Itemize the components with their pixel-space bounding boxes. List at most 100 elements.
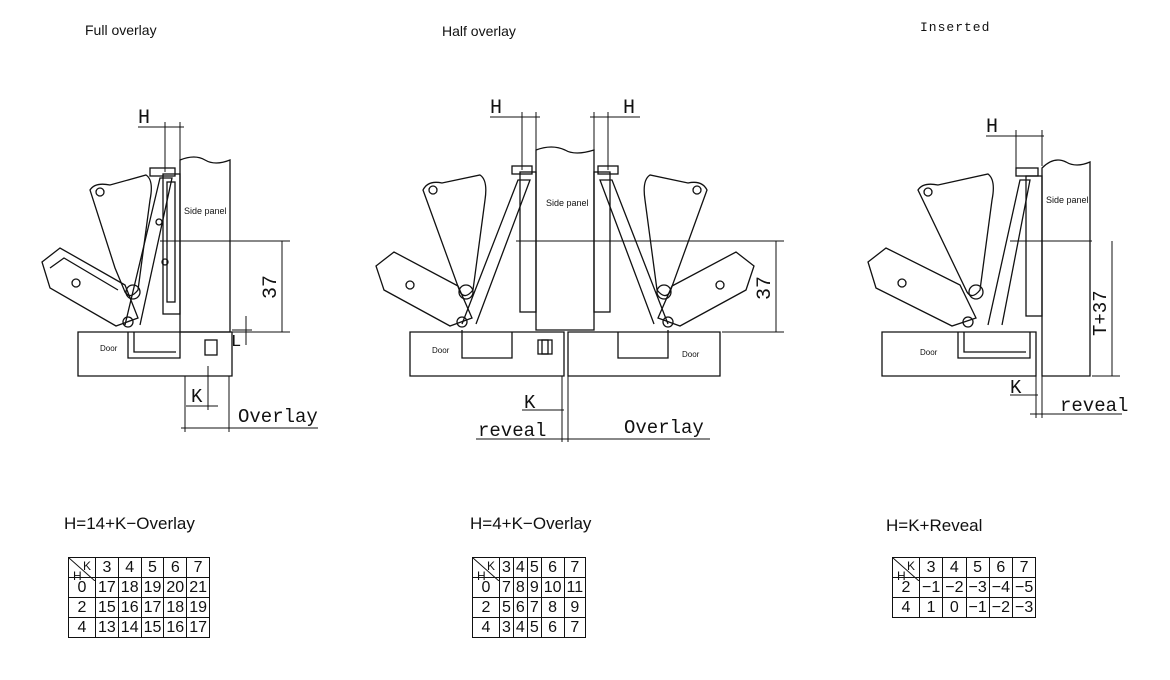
table-cell: 15: [140, 617, 165, 638]
side-panel-label: Side panel: [184, 206, 227, 216]
half-overlay-hinge-drawing: H H Side panel Door Door 37 K reveal Ove…: [375, 97, 784, 442]
table-cell: 8: [512, 577, 528, 598]
corner-h-label: H: [73, 569, 82, 581]
table-k-value: 6: [540, 557, 565, 578]
full-overlay-hinge-drawing: H Side panel Door 37 L K Overlay: [41, 107, 318, 432]
table-cell: −3: [1011, 597, 1037, 618]
table-cell: 16: [117, 597, 142, 618]
table-cell: 18: [117, 577, 142, 598]
side-panel-outline: [179, 156, 231, 333]
table-cell: 19: [186, 597, 210, 618]
corner-k-label: K: [487, 559, 495, 573]
table-h-value: 4: [68, 617, 96, 638]
table-cell: 4: [512, 617, 528, 638]
full-overlay-panel: Full overlay: [0, 0, 390, 680]
dimension-t37-label: T+37: [1090, 290, 1112, 336]
l-dimension-label: L: [231, 333, 241, 352]
door-left-outline: [409, 331, 565, 377]
table-cell: 15: [95, 597, 119, 618]
table-cell: 9: [526, 577, 542, 598]
table-k-value: 5: [965, 557, 990, 578]
table-row: 2 5 6 7 8 9: [472, 597, 587, 618]
table-cell: 14: [117, 617, 142, 638]
table-cell: 6: [512, 597, 528, 618]
table-row: 2 15 16 17 18 19: [68, 597, 210, 618]
corner-k-label: K: [907, 559, 915, 573]
overlay-label: Overlay: [238, 406, 318, 428]
table-corner-cell: H K: [892, 557, 920, 581]
table-row: 4 13 14 15 16 17: [68, 617, 210, 638]
table-cell: 20: [163, 577, 188, 598]
side-panel-label: Side panel: [1046, 195, 1089, 205]
table-cell: 16: [163, 617, 188, 638]
k-dimension-label: K: [1010, 377, 1022, 399]
table-cell: 1: [918, 597, 944, 618]
side-panel-outline: [535, 146, 595, 331]
inserted-hinge-drawing: H Side panel Door T+37 K reveal: [867, 116, 1128, 418]
table-header-row: H K 3 4 5 6 7: [68, 557, 210, 581]
table-k-value: 5: [526, 557, 542, 578]
table-cell: 11: [563, 577, 587, 598]
table-cell: −3: [965, 577, 990, 598]
door-right-label: Door: [682, 350, 700, 359]
corner-h-label: H: [477, 569, 486, 581]
table-cell: −1: [918, 577, 944, 598]
dimension-37-label: 37: [754, 276, 777, 300]
h-k-table: H K 3 4 5 6 7 0 7 8 9 10 11 2 5 6 7 8 9 …: [472, 557, 587, 638]
table-cell: −2: [988, 597, 1014, 618]
table-cell: 21: [186, 577, 210, 598]
table-row: 2 −1 −2 −3 −4 −5: [892, 577, 1037, 598]
table-cell: −5: [1011, 577, 1037, 598]
table-row: 4 1 0 −1 −2 −3: [892, 597, 1037, 618]
overlay-label: Overlay: [624, 417, 704, 439]
h-right-dimension-label: H: [623, 97, 635, 120]
panel-title: Full overlay: [85, 22, 157, 38]
door-label: Door: [920, 348, 938, 357]
table-k-value: 6: [988, 557, 1014, 578]
table-cell: 17: [95, 577, 119, 598]
table-k-value: 7: [1011, 557, 1037, 578]
table-k-value: 4: [117, 557, 142, 578]
table-cell: −1: [965, 597, 990, 618]
panel-title: Half overlay: [442, 23, 516, 39]
table-cell: 10: [540, 577, 565, 598]
corner-k-label: K: [83, 559, 91, 573]
table-h-value: 4: [472, 617, 500, 638]
table-cell: 19: [140, 577, 165, 598]
h-k-table: H K 3 4 5 6 7 2 −1 −2 −3 −4 −5 4 1 0 −1 …: [892, 557, 1037, 618]
table-cell: 7: [499, 577, 514, 598]
table-cell: 5: [499, 597, 514, 618]
table-cell: 0: [942, 597, 967, 618]
reveal-label: reveal: [478, 420, 546, 442]
table-k-value: 7: [563, 557, 587, 578]
door-outline: [77, 331, 233, 377]
table-cell: 17: [140, 597, 165, 618]
table-cell: 8: [540, 597, 565, 618]
table-cell: 9: [563, 597, 587, 618]
side-panel-outline: [1041, 159, 1091, 377]
table-cell: 7: [526, 597, 542, 618]
table-k-value: 7: [186, 557, 210, 578]
table-cell: 7: [563, 617, 587, 638]
formula: H=14+K−Overlay: [64, 514, 195, 533]
formula: H=K+Reveal: [886, 516, 983, 535]
table-h-value: 4: [892, 597, 920, 618]
table-k-value: 3: [918, 557, 944, 578]
door-label: Door: [100, 344, 118, 353]
corner-h-label: H: [897, 569, 906, 581]
table-cell: 5: [526, 617, 542, 638]
k-dimension-label: K: [191, 386, 203, 408]
reveal-label: reveal: [1060, 395, 1128, 417]
h-k-table: H K 3 4 5 6 7 0 17 18 19 20 21 2 15 16 1…: [68, 557, 210, 638]
table-cell: 3: [499, 617, 514, 638]
door-outline: [881, 331, 1037, 377]
table-row: 0 7 8 9 10 11: [472, 577, 587, 598]
k-dimension-label: K: [524, 392, 536, 414]
table-cell: −2: [942, 577, 967, 598]
hinge-mount: [162, 173, 181, 315]
inserted-panel: Inserted: [830, 0, 1170, 680]
panel-title: Inserted: [920, 20, 991, 35]
table-h-value: 2: [472, 597, 500, 618]
table-cell: 6: [540, 617, 565, 638]
formula: H=4+K−Overlay: [470, 514, 592, 533]
